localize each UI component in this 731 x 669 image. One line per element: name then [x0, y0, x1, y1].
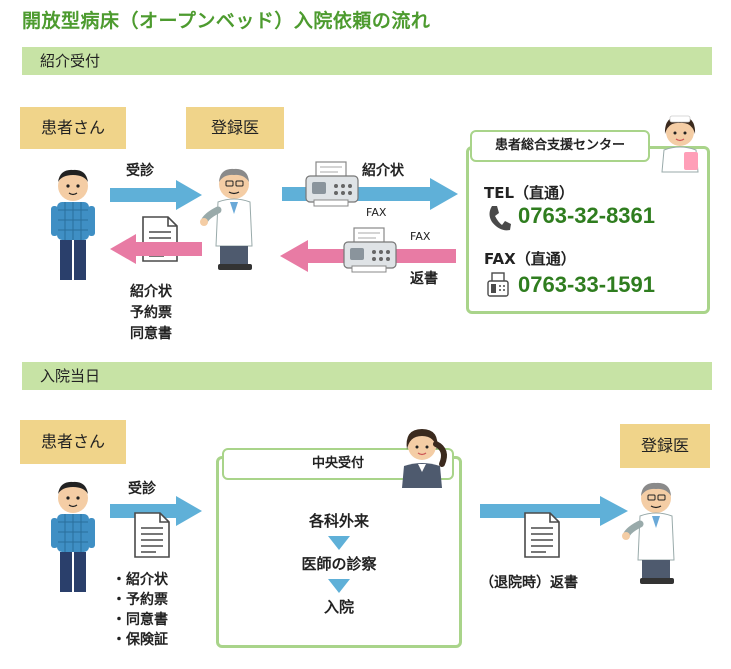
doctor-icon	[200, 168, 253, 270]
patient-icon	[51, 169, 95, 280]
document-item: ・保険証	[112, 632, 168, 648]
doctor-icon	[622, 482, 675, 584]
nurse-icon	[661, 115, 699, 173]
document-icon	[134, 512, 170, 558]
reply-label: 返書	[410, 271, 438, 287]
document-item: ・予約票	[112, 592, 168, 608]
doctor-label-admission: 登録医	[620, 424, 710, 468]
step-examination: 医師の診察	[301, 555, 377, 573]
doctor-label: 登録医	[186, 107, 284, 149]
visit-arrow-label: 受診	[126, 163, 154, 179]
discharge-reply-arrow	[480, 496, 628, 526]
referral-letter-label: 紹介状	[362, 163, 404, 179]
document-item: 紹介状	[130, 284, 172, 300]
step-outpatient: 各科外来	[308, 512, 369, 530]
section-bar-admission: 入院当日	[22, 362, 712, 390]
patient-label-admission: 患者さん	[20, 420, 126, 464]
fax-number: 0763-33-1591	[518, 272, 656, 297]
section-bar-referral: 紹介受付	[22, 47, 712, 75]
step-arrow-down	[328, 579, 350, 593]
document-item: 同意書	[130, 326, 172, 342]
step-admission: 入院	[323, 598, 354, 616]
fax-direct-label: FAX（直通）	[484, 250, 576, 268]
page-title: 開放型病床（オープンベッド）入院依頼の流れ	[22, 10, 431, 32]
document-icon	[524, 512, 560, 558]
receptionist-icon	[402, 429, 447, 488]
discharge-reply-label: （退院時）返書	[480, 575, 578, 591]
fax-label-incoming: FAX	[410, 230, 431, 243]
fax-machine-icon	[343, 227, 397, 273]
patient-icon	[51, 481, 95, 592]
documents-arrow	[110, 234, 202, 264]
fax-icon	[487, 272, 509, 297]
fax-label-outgoing: FAX	[366, 206, 387, 219]
support-center-title: 患者総合支援センター	[470, 130, 650, 162]
tel-number[interactable]: 0763-32-8361	[518, 203, 656, 228]
visit-arrow	[110, 180, 202, 210]
document-item: ・紹介状	[112, 572, 168, 588]
patient-label: 患者さん	[20, 107, 126, 149]
step-arrow-down	[328, 536, 350, 550]
tel-label: TEL（直通）	[484, 184, 575, 202]
central-reception-box	[216, 456, 462, 648]
phone-icon	[489, 206, 511, 231]
document-item: 予約票	[130, 305, 172, 321]
document-item: ・同意書	[112, 612, 168, 628]
fax-machine-icon	[305, 161, 359, 207]
referral-documents: 紹介状 予約票 同意書	[130, 282, 172, 345]
visit-arrow-label-admission: 受診	[128, 481, 156, 497]
admission-documents: ・紹介状 ・予約票 ・同意書 ・保険証	[112, 570, 168, 650]
